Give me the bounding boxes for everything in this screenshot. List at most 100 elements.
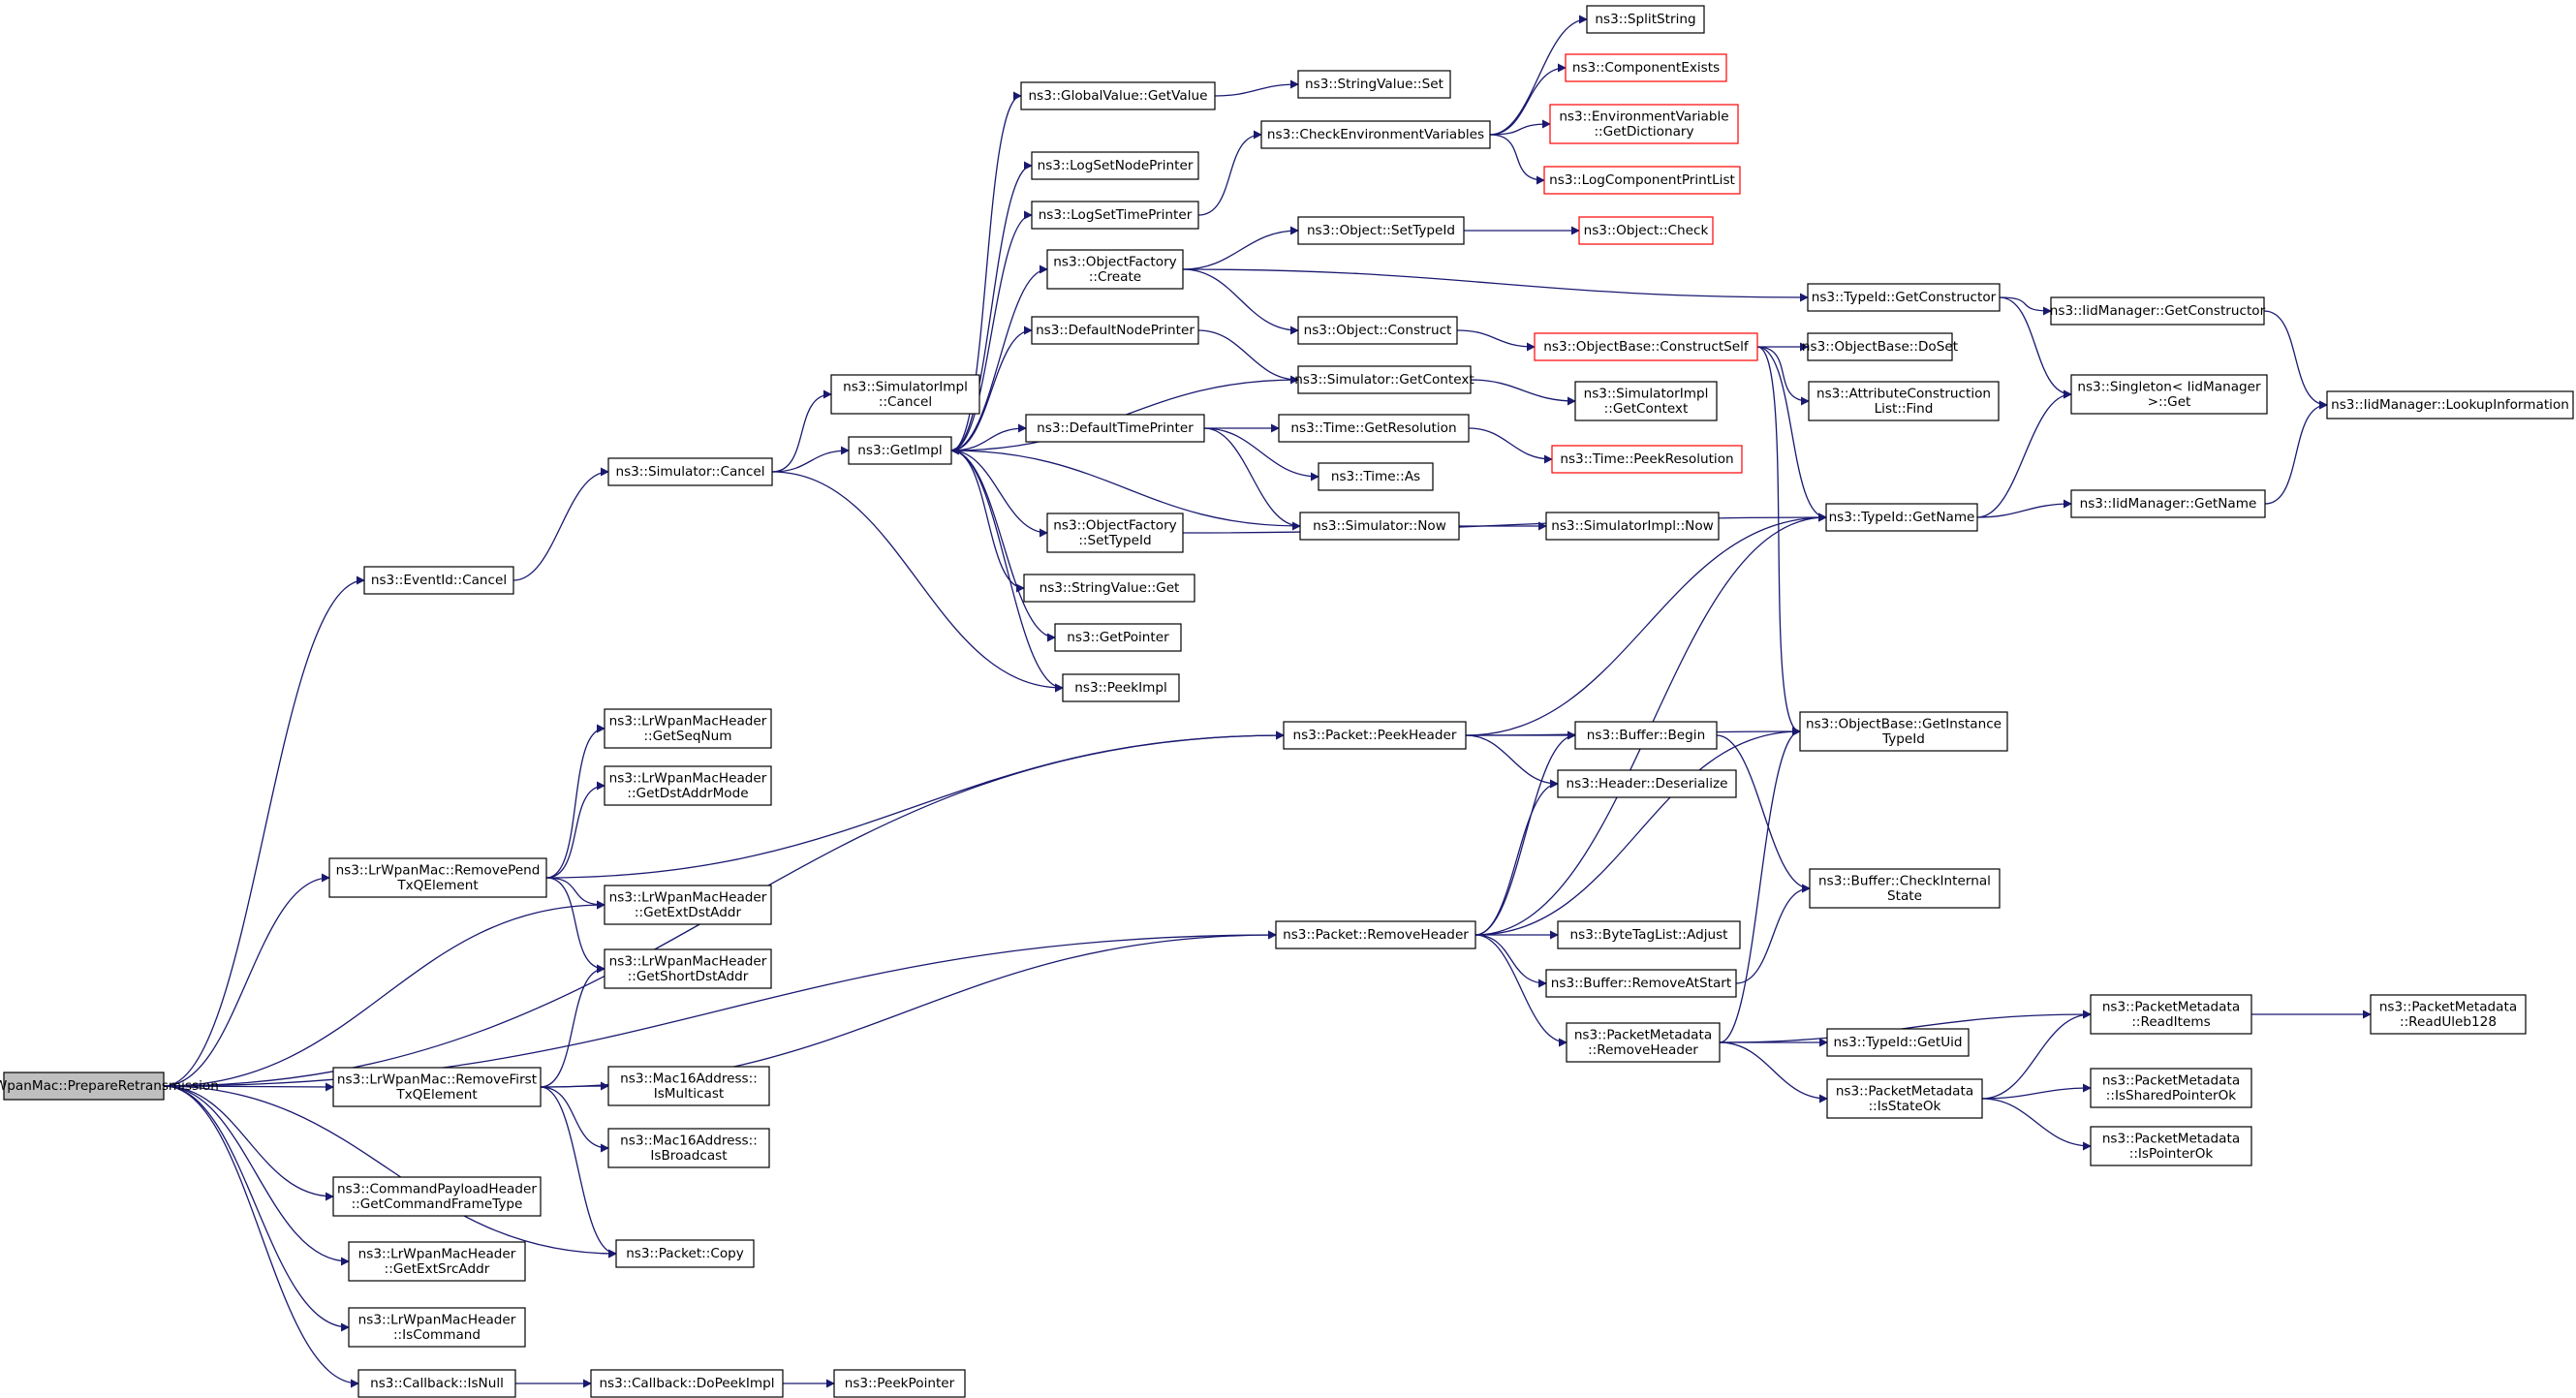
call-edge xyxy=(2264,400,2328,505)
function-node-box xyxy=(615,1239,755,1268)
function-node[interactable]: ns3::GetImpl xyxy=(848,436,952,465)
function-node[interactable]: ns3::EventId::Cancel xyxy=(363,566,514,595)
function-node[interactable]: ns3::Packet::RemoveHeader xyxy=(1275,920,1476,949)
function-node[interactable]: ns3::CommandPayloadHeader::GetCommandFra… xyxy=(332,1176,542,1217)
function-node-box xyxy=(2070,489,2266,518)
function-node[interactable]: ns3::TypeId::GetConstructor xyxy=(1807,283,2001,312)
function-node-box xyxy=(1799,711,2008,752)
call-edge xyxy=(545,724,605,879)
function-node[interactable]: ns3::Time::As xyxy=(1318,462,1434,491)
function-node-box xyxy=(2090,1068,2252,1108)
function-node[interactable]: ns3::EnvironmentVariable::GetDictionary xyxy=(1549,104,1739,144)
function-node[interactable]: ns3::DefaultTimePrinter xyxy=(1025,414,1205,443)
call-edge xyxy=(1468,427,1553,464)
call-edge xyxy=(771,471,1064,693)
function-node-label: ns3::Time::PeekResolution xyxy=(1560,451,1733,467)
function-node[interactable]: ns3::SimulatorImpl::GetContext xyxy=(1574,381,1718,421)
function-node[interactable]: ns3::Singleton< IidManager >::Get xyxy=(2070,374,2268,415)
function-node-label: ::GetSeqNum xyxy=(643,729,731,744)
function-node[interactable]: ns3::LrWpanMacHeader::GetSeqNum xyxy=(604,708,772,749)
function-node[interactable]: ns3::Time::PeekResolution xyxy=(1551,445,1743,474)
function-node[interactable]: ns3::IidManager::GetName xyxy=(2070,489,2266,518)
call-edge xyxy=(1981,1010,2092,1100)
function-node[interactable]: ns3::LrWpanMacHeader::GetShortDstAddr xyxy=(604,948,772,989)
function-node[interactable]: ns3::CheckEnvironmentVariables xyxy=(1260,120,1491,149)
function-node[interactable]: ns3::StringValue::Get xyxy=(1023,574,1195,603)
function-node[interactable]: ns3::PacketMetadata::IsPointerOk xyxy=(2090,1126,2252,1166)
function-node[interactable]: ns3::Object::SetTypeId xyxy=(1297,216,1465,245)
function-node[interactable]: ns3::LrWpanMacHeader::IsCommand xyxy=(348,1307,526,1348)
function-node[interactable]: ns3::LogComponentPrintList xyxy=(1543,166,1741,195)
function-node-box xyxy=(604,765,772,806)
function-node[interactable]: ns3::LrWpanMac::PrepareRetransmission xyxy=(0,1072,219,1101)
function-node[interactable]: ns3::PacketMetadata::ReadUleb128 xyxy=(2370,994,2527,1035)
function-node[interactable]: ns3::ComponentExists xyxy=(1565,53,1727,82)
function-node[interactable]: ns3::Simulator::Now xyxy=(1299,512,1460,541)
function-node[interactable]: ns3::GlobalValue::GetValue xyxy=(1020,81,1216,110)
function-node[interactable]: ns3::IidManager::LookupInformation xyxy=(2326,390,2574,419)
function-node[interactable]: ns3::StringValue::Set xyxy=(1297,70,1451,99)
function-node[interactable]: ns3::Buffer::Begin xyxy=(1574,721,1718,750)
function-node-box xyxy=(1297,216,1465,245)
function-node[interactable]: ns3::SimulatorImpl::Cancel xyxy=(830,374,980,415)
function-node[interactable]: ns3::LogSetNodePrinter xyxy=(1031,151,1199,180)
function-node[interactable]: ns3::PeekImpl xyxy=(1062,673,1180,702)
function-node[interactable]: ns3::Simulator::Cancel xyxy=(607,457,773,486)
function-node-label: ns3::LogComponentPrintList xyxy=(1549,172,1735,188)
function-node[interactable]: ns3::Time::GetResolution xyxy=(1278,414,1470,443)
function-node[interactable]: ns3::TypeId::GetName xyxy=(1825,503,1978,532)
function-node[interactable]: ns3::LogSetTimePrinter xyxy=(1031,201,1199,230)
function-node-label: ns3::Object::SetTypeId xyxy=(1307,223,1455,238)
function-node[interactable]: ns3::Callback::DoPeekImpl xyxy=(590,1369,784,1398)
edge-layer xyxy=(163,15,2372,1388)
function-node-box xyxy=(1297,70,1451,99)
function-node-label: ns3::Buffer::RemoveAtStart xyxy=(1551,976,1731,991)
function-node[interactable]: ns3::IidManager::GetConstructor xyxy=(2050,296,2266,326)
function-node-box xyxy=(1809,868,2001,909)
function-node-label: ::GetShortDstAddr xyxy=(628,969,749,984)
function-node[interactable]: ns3::ObjectFactory::SetTypeId xyxy=(1046,513,1184,553)
call-edge xyxy=(1999,296,2072,399)
function-node[interactable]: ns3::ObjectBase::ConstructSelf xyxy=(1534,332,1758,361)
call-edge xyxy=(1756,346,1827,522)
function-node[interactable]: ns3::Packet::Copy xyxy=(615,1239,755,1268)
function-node[interactable]: ns3::SplitString xyxy=(1586,5,1705,34)
function-node[interactable]: ns3::LrWpanMacHeader::GetDstAddrMode xyxy=(604,765,772,806)
function-node[interactable]: ns3::SimulatorImpl::Now xyxy=(1545,512,1720,541)
function-node-box xyxy=(590,1369,784,1398)
function-node[interactable]: ns3::Object::Construct xyxy=(1297,316,1458,345)
function-node[interactable]: ns3::ByteTagList::Adjust xyxy=(1557,920,1741,949)
function-node[interactable]: ns3::PeekPointer xyxy=(833,1369,966,1398)
function-node[interactable]: ns3::Header::Deserialize xyxy=(1557,769,1737,798)
function-node-label: ::IsPointerOk xyxy=(2129,1146,2214,1162)
function-node-label: ns3::TypeId::GetUid xyxy=(1833,1035,1962,1050)
function-node[interactable]: ns3::ObjectFactory::Create xyxy=(1046,249,1184,290)
function-node[interactable]: ns3::Simulator::GetContext xyxy=(1294,365,1474,394)
call-edge xyxy=(1489,134,1545,185)
function-node[interactable]: ns3::Buffer::RemoveAtStart xyxy=(1545,969,1737,998)
function-node[interactable]: ns3::PacketMetadata::IsSharedPointerOk xyxy=(2090,1068,2252,1108)
function-node[interactable]: ns3::LrWpanMacHeader::GetExtDstAddr xyxy=(604,885,772,925)
function-node[interactable]: ns3::Callback::IsNull xyxy=(357,1369,516,1398)
function-node[interactable]: ns3::Mac16Address::IsBroadcast xyxy=(607,1128,770,1168)
function-node[interactable]: ns3::PacketMetadata::RemoveHeader xyxy=(1566,1022,1721,1063)
function-node-label: TxQElement xyxy=(395,1087,477,1103)
function-node[interactable]: ns3::Mac16Address::IsMulticast xyxy=(607,1066,770,1106)
function-node[interactable]: ns3::PacketMetadata::IsStateOk xyxy=(1826,1078,1983,1119)
function-node[interactable]: ns3::PacketMetadata::ReadItems xyxy=(2090,994,2252,1035)
call-edge xyxy=(512,467,609,581)
function-node[interactable]: ns3::DefaultNodePrinter xyxy=(1031,316,1199,345)
function-node[interactable]: ns3::TypeId::GetUid xyxy=(1826,1028,1970,1057)
function-node[interactable]: ns3::Object::Check xyxy=(1578,216,1714,245)
function-node[interactable]: ns3::ObjectBase::DoSet xyxy=(1802,332,1958,361)
function-node[interactable]: ns3::GetPointer xyxy=(1054,623,1182,652)
call-edge xyxy=(1981,1083,2092,1100)
function-node[interactable]: ns3::Packet::PeekHeader xyxy=(1283,721,1467,750)
function-node[interactable]: ns3::LrWpanMacHeader::GetExtSrcAddr xyxy=(348,1241,526,1282)
